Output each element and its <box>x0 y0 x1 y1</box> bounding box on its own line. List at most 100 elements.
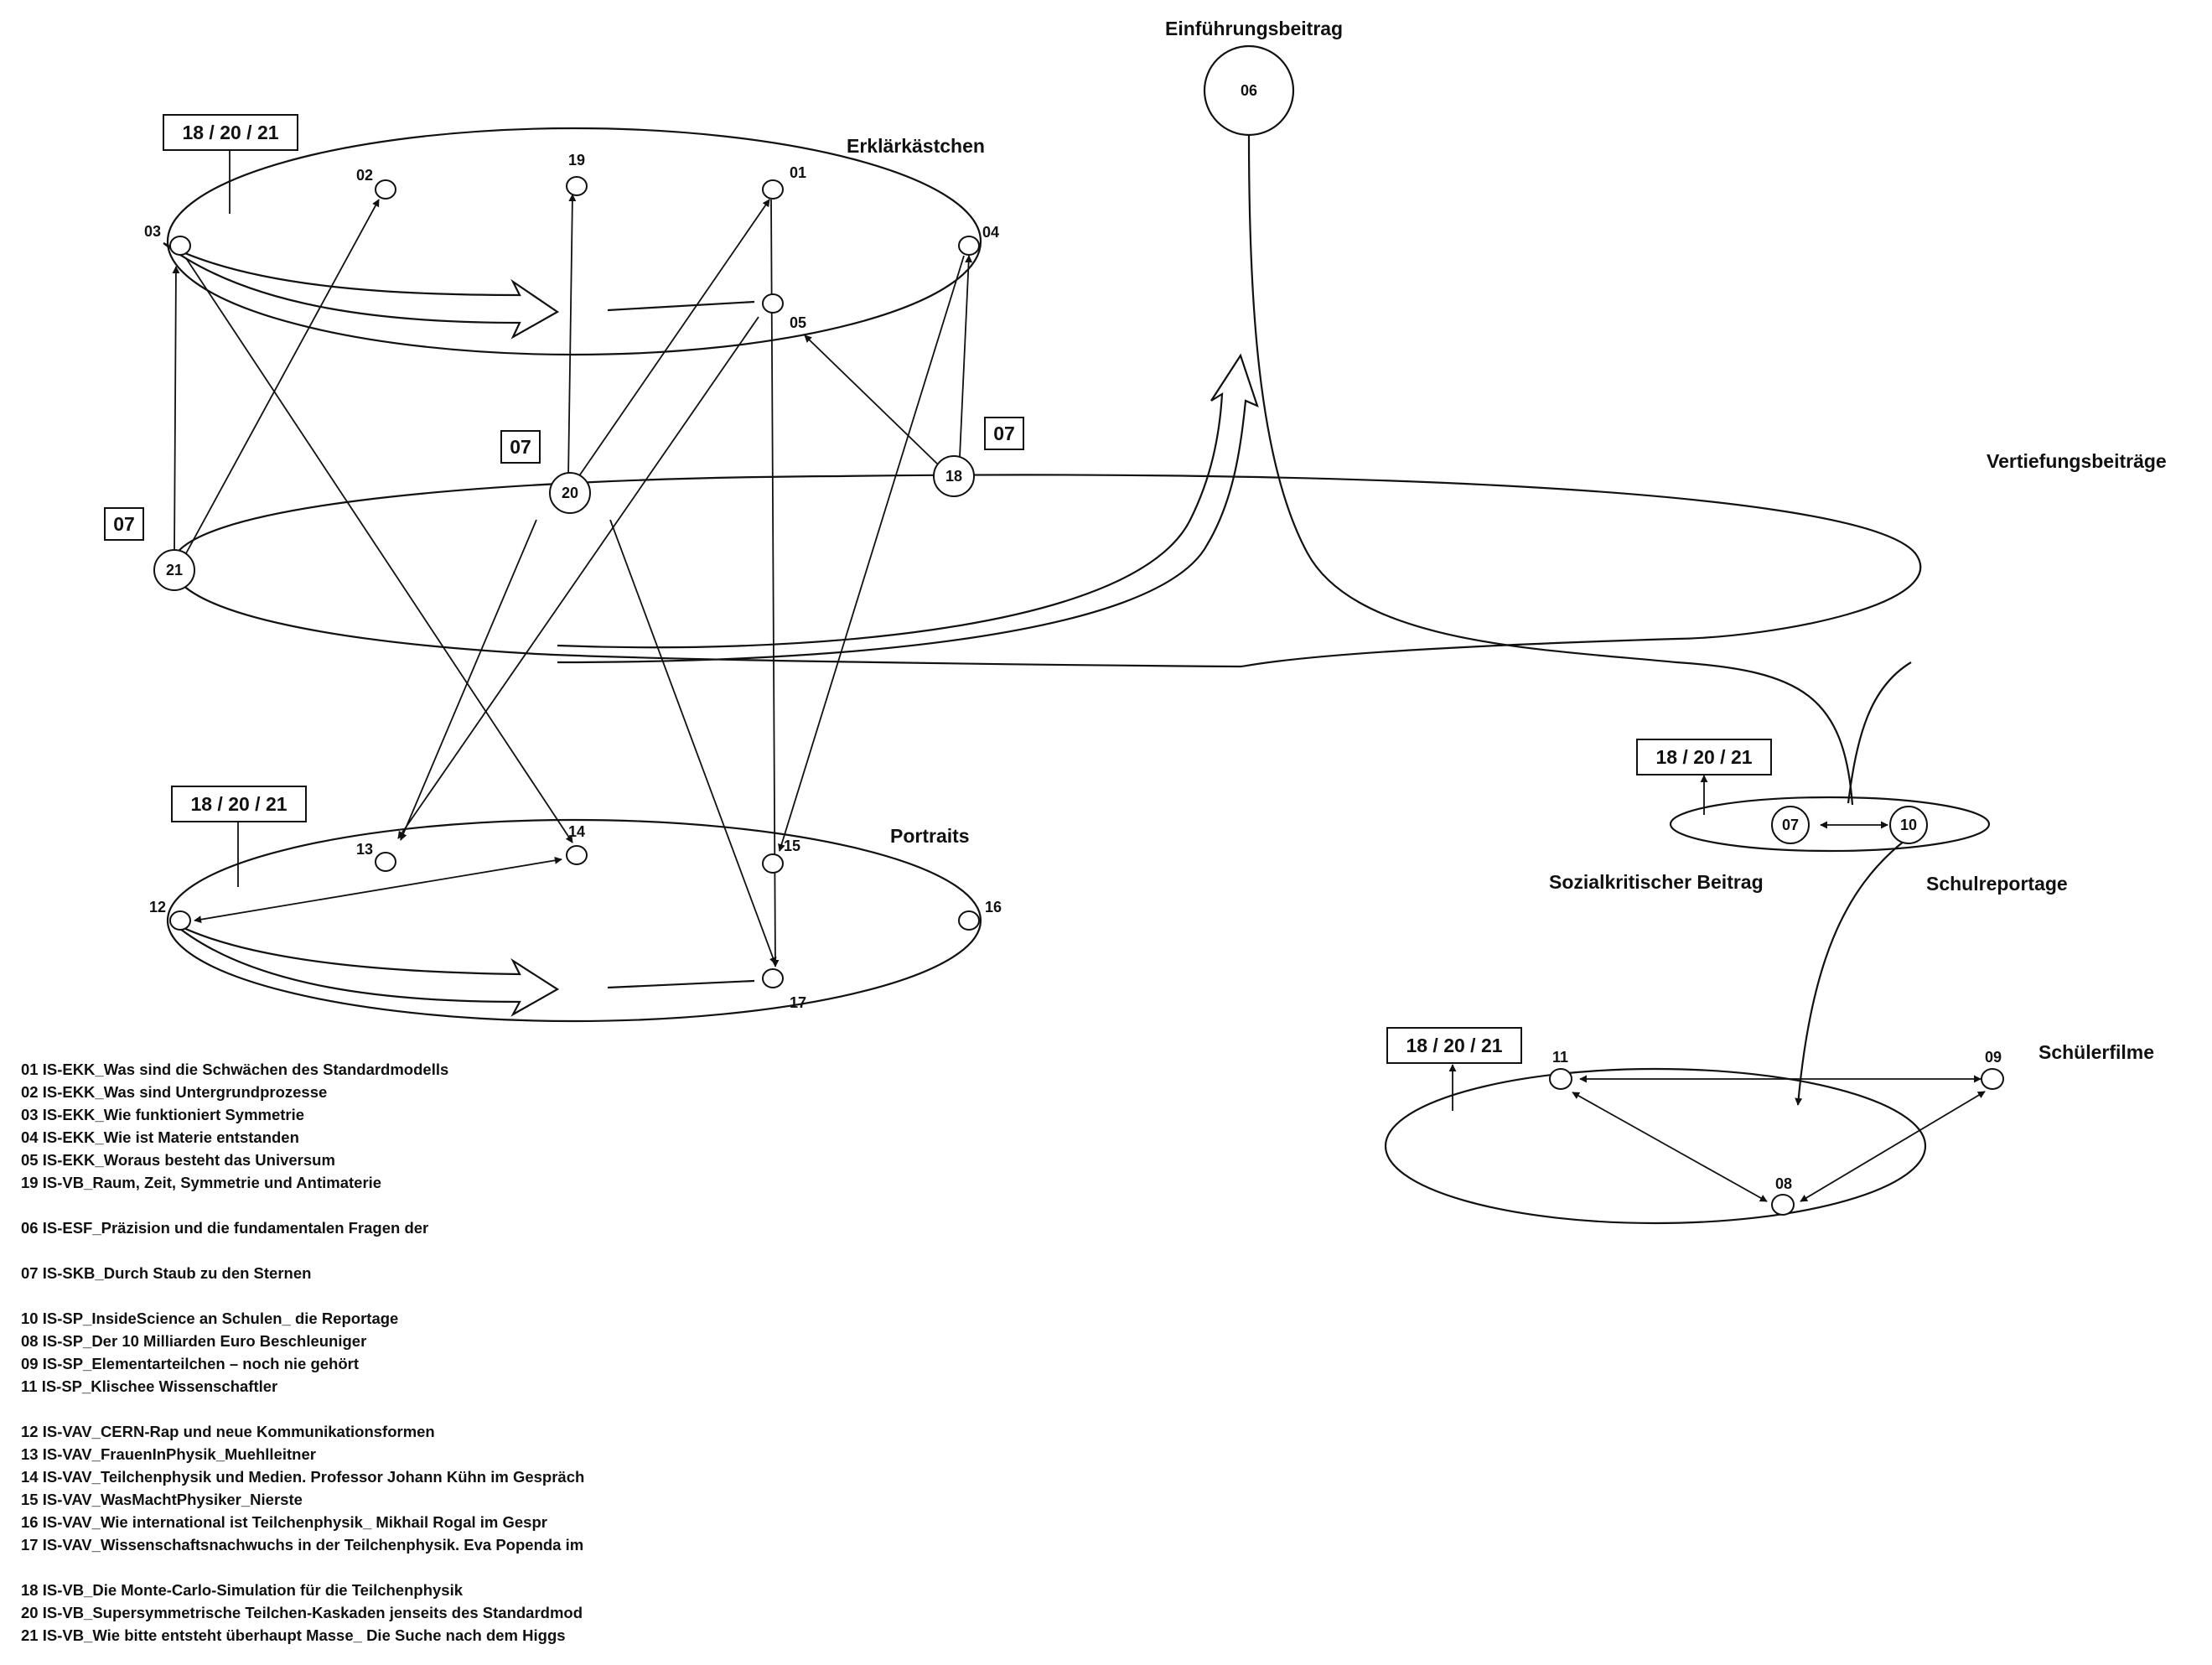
legend-spacer <box>21 1194 775 1216</box>
edge-20-13 <box>400 519 537 841</box>
box-b3 <box>1636 739 1772 775</box>
node-04[interactable] <box>958 236 980 256</box>
node-18[interactable] <box>933 455 975 497</box>
box-b4-text: 18 / 20 / 21 <box>1406 1035 1502 1056</box>
legend-item: 06 IS-ESF_Präzision und die fundamentale… <box>21 1219 429 1237</box>
label-13: 13 <box>356 841 373 858</box>
box-c2-text: 07 <box>993 423 1015 444</box>
edge-03-14 <box>185 257 573 843</box>
legend-item: 11 IS-SP_Klischee Wissenschaftler <box>21 1377 278 1395</box>
label-02: 02 <box>356 167 373 184</box>
legend-item: 13 IS-VAV_FrauenInPhysik_Muehlleitner <box>21 1445 316 1463</box>
section-einfuehrung: Einführungsbeitrag <box>1165 18 1343 39</box>
node-15[interactable] <box>762 853 784 874</box>
section-vertiefung: Vertiefungsbeiträge <box>1987 450 2167 472</box>
sozial-ellipse <box>1669 796 1991 853</box>
box-b2-text: 18 / 20 / 21 <box>190 793 287 815</box>
node-07[interactable] <box>1771 806 1810 844</box>
legend-item: 17 IS-VAV_Wissenschaftsnachwuchs in der … <box>21 1536 584 1553</box>
legend-item: 19 IS-VB_Raum, Zeit, Symmetrie und Antim… <box>21 1174 382 1191</box>
box-b2 <box>171 786 307 822</box>
portraits-ellipse <box>166 818 982 1023</box>
label-15: 15 <box>784 838 800 854</box>
label-05: 05 <box>790 314 806 331</box>
label-12: 12 <box>149 899 166 915</box>
edge-04-15 <box>778 255 965 852</box>
rotation-arrow-bottom <box>171 921 560 1017</box>
legend-item: 01 IS-EKK_Was sind die Schwächen des Sta… <box>21 1061 449 1078</box>
erklaer-ellipse <box>166 127 982 356</box>
box-c3 <box>104 507 144 541</box>
edge-18-04 <box>959 255 973 458</box>
label-20: 20 <box>562 485 578 501</box>
legend-spacer <box>21 1239 775 1262</box>
node-03[interactable] <box>169 236 191 256</box>
edge-09-08 <box>1800 1091 1986 1202</box>
legend-item: 08 IS-SP_Der 10 Milliarden Euro Beschleu… <box>21 1332 367 1350</box>
edge-21-03 <box>172 266 180 554</box>
label-07: 07 <box>1782 817 1799 833</box>
box-c1-text: 07 <box>510 436 531 458</box>
node-08[interactable] <box>1771 1194 1795 1216</box>
rotation-arrow-top-tail <box>607 300 755 312</box>
label-14: 14 <box>568 823 585 840</box>
section-schulrep: Schulreportage <box>1926 873 2068 895</box>
edge-11-08 <box>1572 1092 1768 1202</box>
node-21[interactable] <box>153 549 195 591</box>
rotation-arrow-top <box>163 242 560 340</box>
label-16: 16 <box>985 899 1002 915</box>
node-05[interactable] <box>762 293 784 314</box>
node-19[interactable] <box>566 176 588 196</box>
label-18: 18 <box>945 468 962 485</box>
label-06: 06 <box>1241 82 1257 99</box>
node-16[interactable] <box>958 910 980 931</box>
legend-spacer <box>21 1398 775 1420</box>
node-02[interactable] <box>375 179 396 200</box>
edge-20-01 <box>576 199 770 480</box>
box-c3-text: 07 <box>113 513 135 535</box>
box-b1 <box>163 114 298 151</box>
label-08: 08 <box>1775 1175 1792 1192</box>
node-11[interactable] <box>1549 1068 1572 1090</box>
label-21: 21 <box>166 562 183 578</box>
legend-item: 16 IS-VAV_Wie international ist Teilchen… <box>21 1513 547 1531</box>
node-06-circle <box>1203 44 1295 137</box>
box-c2 <box>984 417 1024 450</box>
node-17[interactable] <box>762 968 784 988</box>
section-schueler: Schülerfilme <box>2038 1041 2154 1063</box>
label-19: 19 <box>568 152 585 169</box>
flow-vertiefung-tail <box>1847 661 1912 804</box>
label-10: 10 <box>1900 817 1917 833</box>
box-b4 <box>1386 1027 1522 1064</box>
legend-item: 14 IS-VAV_Teilchenphysik und Medien. Pro… <box>21 1468 585 1486</box>
legend-item: 15 IS-VAV_WasMachtPhysiker_Nierste <box>21 1491 303 1508</box>
legend-item: 02 IS-EKK_Was sind Untergrundprozesse <box>21 1083 328 1101</box>
schueler-ellipse <box>1384 1067 1927 1225</box>
edge-18-05 <box>804 335 938 464</box>
rotation-arrow-bottom-tail <box>607 979 755 989</box>
node-09[interactable] <box>1981 1068 2004 1090</box>
node-10[interactable] <box>1889 806 1928 844</box>
label-03: 03 <box>144 223 161 240</box>
section-sozial: Sozialkritischer Beitrag <box>1549 871 1764 893</box>
box-b3-text: 18 / 20 / 21 <box>1655 746 1752 768</box>
legend-item: 05 IS-EKK_Woraus besteht das Universum <box>21 1151 335 1169</box>
box-b1-text: 18 / 20 / 21 <box>182 122 278 143</box>
edge-20-17 <box>609 519 777 965</box>
legend-item: 20 IS-VB_Supersymmetrische Teilchen-Kask… <box>21 1604 583 1621</box>
label-01: 01 <box>790 164 806 181</box>
node-12[interactable] <box>169 910 191 931</box>
node-01[interactable] <box>762 179 784 200</box>
label-17: 17 <box>790 994 806 1011</box>
legend-item: 07 IS-SKB_Durch Staub zu den Sternen <box>21 1264 312 1282</box>
edge-05-13 <box>397 316 759 839</box>
node-13[interactable] <box>375 852 396 872</box>
flow-06-down <box>1247 135 1854 806</box>
node-20[interactable] <box>549 472 591 514</box>
edge-20-19 <box>567 194 577 479</box>
node-14[interactable] <box>566 845 588 865</box>
section-portraits: Portraits <box>890 825 970 847</box>
edge-21-02 <box>185 199 380 554</box>
wide-arrow-to-06 <box>557 353 1259 664</box>
